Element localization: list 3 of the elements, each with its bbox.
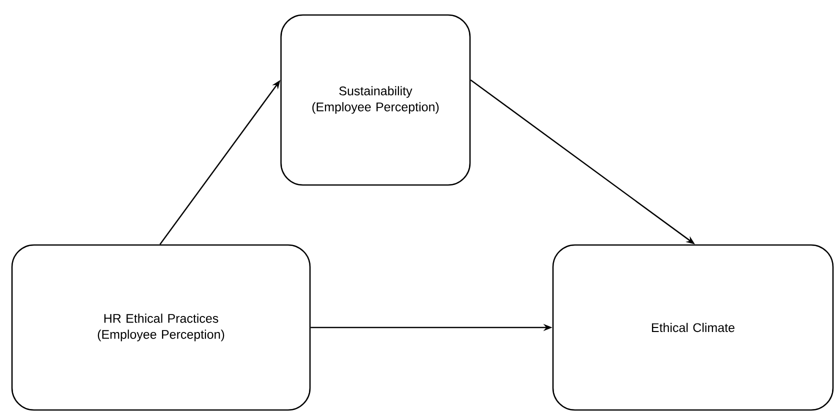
process-box: Ethical Climate xyxy=(552,244,834,411)
process-box: Sustainability (Employee Perception) xyxy=(280,14,471,186)
process-box: HR Ethical Practices (Employee Perception) xyxy=(11,244,311,411)
